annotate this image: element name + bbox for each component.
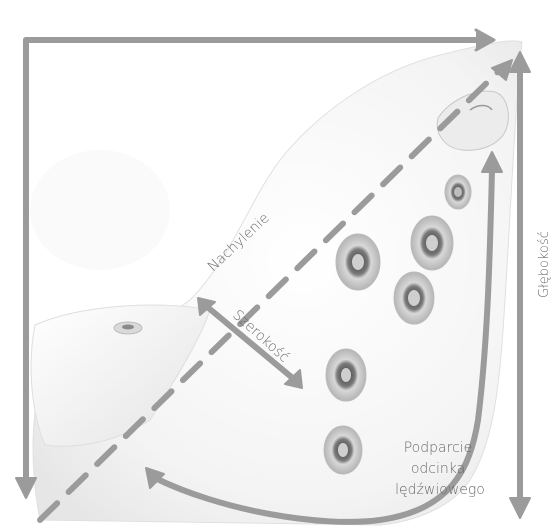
- depth-label: Głębokość: [537, 231, 552, 298]
- hydromassage-jet-icon: [411, 216, 453, 270]
- hydromassage-jet-icon: [326, 349, 366, 401]
- rim-fitting-core: [122, 325, 134, 330]
- lumbar-label-line-1: Podparcie: [404, 440, 473, 456]
- lumbar-label-line-2: odcinka: [411, 461, 465, 477]
- hydromassage-jet-icon: [394, 272, 434, 324]
- hydromassage-jet-icon: [445, 175, 471, 209]
- hydromassage-jet-icon: [336, 234, 380, 290]
- left-height-arrowhead-icon: [16, 478, 36, 498]
- lumbar-label-line-3: lędźwiowego: [395, 482, 485, 498]
- hydromassage-jet-icon: [324, 426, 362, 474]
- background-ghost: [30, 150, 170, 270]
- depth-arrowhead-bottom-icon: [510, 498, 530, 518]
